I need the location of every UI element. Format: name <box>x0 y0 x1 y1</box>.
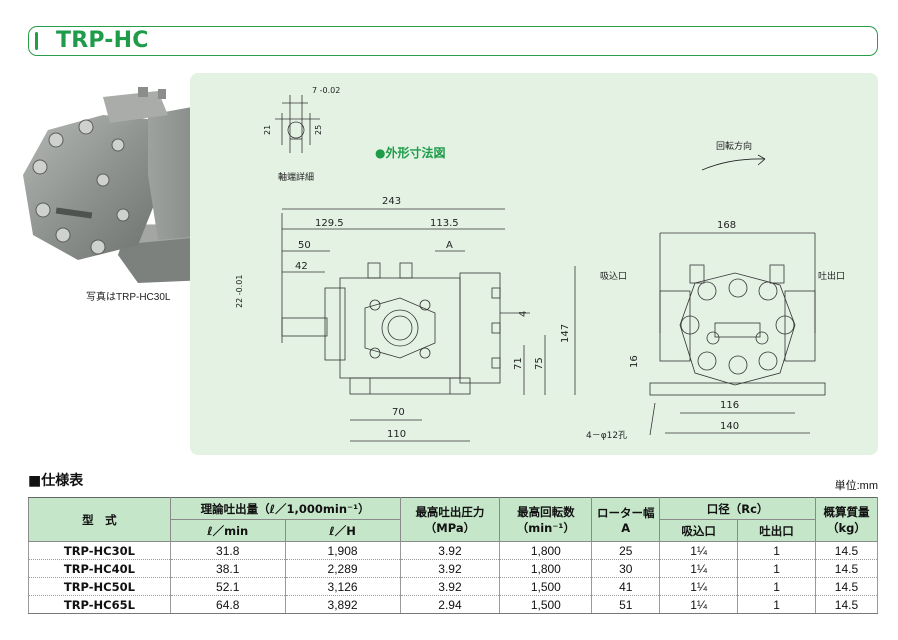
dim-25: 25 <box>314 125 323 135</box>
header-rotor-label: ローター幅 <box>597 505 655 520</box>
cell-model: TRP-HC30L <box>28 541 171 560</box>
header-speed-unit: （min⁻¹） <box>516 520 575 535</box>
header-speed: 最高回転数 （min⁻¹） <box>499 497 593 542</box>
header-flow-h: ℓ／H <box>284 519 401 542</box>
cell-rotor: 30 <box>591 559 661 578</box>
header-suction: 吸込口 <box>659 519 739 542</box>
dim-shaft-dia: 22 -0.01 <box>235 275 244 308</box>
dim-75: 75 <box>534 357 545 370</box>
dim-129-5: 129.5 <box>315 218 344 229</box>
dim-21: 21 <box>263 125 272 135</box>
dim-147: 147 <box>560 324 571 343</box>
cell-pressure: 3.92 <box>399 577 501 596</box>
cell-mass: 14.5 <box>814 541 879 560</box>
shaft-detail-label: 軸端詳細 <box>278 171 314 183</box>
cell-flow-h: 2,289 <box>284 559 401 578</box>
table-row: TRP-HC65L 64.8 3,892 2.94 1,500 51 1¼ 1 … <box>28 595 879 614</box>
cell-suction: 1¼ <box>659 559 739 578</box>
cell-suction: 1¼ <box>659 595 739 614</box>
dim-71: 71 <box>513 357 524 370</box>
discharge-port-label: 吐出口 <box>818 270 845 282</box>
dim-A: A <box>446 240 453 251</box>
pump-front-view <box>649 264 826 396</box>
cell-flow-h: 3,892 <box>284 595 401 614</box>
cell-discharge: 1 <box>737 577 816 596</box>
header-pressure-label: 最高吐出圧力 <box>415 504 485 519</box>
cell-model: TRP-HC50L <box>28 577 171 596</box>
cell-speed: 1,500 <box>499 577 593 596</box>
cell-speed: 1,500 <box>499 595 593 614</box>
header-port: 口径（Rc） <box>659 497 816 520</box>
header-mass-unit: （kg） <box>827 520 866 535</box>
cell-flow-h: 3,126 <box>284 577 401 596</box>
photo-caption: 写真はTRP-HC30L <box>86 292 171 303</box>
header-discharge: 吐出口 <box>737 519 816 542</box>
table-row: TRP-HC40L 38.1 2,289 3.92 1,800 30 1¼ 1 … <box>28 559 879 578</box>
dim-140: 140 <box>720 421 739 432</box>
cell-flow-min: 64.8 <box>169 595 286 614</box>
dim-4: 4 <box>518 311 529 317</box>
title-accent-mark <box>35 32 38 50</box>
cell-flow-h: 1,908 <box>284 541 401 560</box>
suction-port-label: 吸込口 <box>600 271 627 282</box>
rotation-label: 回転方向 <box>716 140 752 152</box>
header-pressure: 最高吐出圧力 （MPa） <box>399 497 501 542</box>
cell-mass: 14.5 <box>814 595 879 614</box>
dim-42: 42 <box>295 261 308 272</box>
spec-heading: ■仕様表 <box>28 473 84 489</box>
cell-discharge: 1 <box>737 541 816 560</box>
cell-discharge: 1 <box>737 559 816 578</box>
header-speed-label: 最高回転数 <box>517 504 575 519</box>
title-bar: TRP-HC <box>28 26 878 56</box>
cell-flow-min: 38.1 <box>169 559 286 578</box>
cell-suction: 1¼ <box>659 577 739 596</box>
cell-discharge: 1 <box>737 595 816 614</box>
dim-key-width: 7 -0.02 <box>312 86 340 95</box>
header-model: 型 式 <box>28 497 171 542</box>
table-row: TRP-HC50L 52.1 3,126 3.92 1,500 41 1¼ 1 … <box>28 577 879 596</box>
cell-mass: 14.5 <box>814 577 879 596</box>
spec-table: 型 式 理論吐出量（ℓ／1,000min⁻¹） 最高吐出圧力 （MPa） 最高回… <box>28 497 879 614</box>
cell-pressure: 2.94 <box>399 595 501 614</box>
cell-rotor: 51 <box>591 595 661 614</box>
header-pressure-unit: （MPa） <box>424 520 476 535</box>
header-mass: 概算質量 （kg） <box>814 497 879 542</box>
dim-116: 116 <box>720 400 739 411</box>
cell-flow-min: 52.1 <box>169 577 286 596</box>
cell-speed: 1,800 <box>499 559 593 578</box>
header-rotor-unit: A <box>621 520 631 535</box>
header-mass-label: 概算質量 <box>823 504 870 519</box>
pump-side-view <box>281 262 501 395</box>
hole-label: 4－φ12孔 <box>586 430 627 441</box>
cell-speed: 1,800 <box>499 541 593 560</box>
dim-168: 168 <box>717 220 736 231</box>
header-flow-min: ℓ／min <box>169 519 286 542</box>
header-rotor: ローター幅 A <box>591 497 661 542</box>
dim-70: 70 <box>392 407 405 418</box>
cell-model: TRP-HC40L <box>28 559 171 578</box>
dim-110: 110 <box>387 429 406 440</box>
shaft-end-detail <box>275 95 320 153</box>
dim-50: 50 <box>298 240 311 251</box>
dim-113-5: 113.5 <box>430 218 459 229</box>
cell-rotor: 25 <box>591 541 661 560</box>
dim-243: 243 <box>382 196 401 207</box>
unit-note: 単位:mm <box>834 480 878 492</box>
cell-pressure: 3.92 <box>399 559 501 578</box>
page-title: TRP-HC <box>56 28 149 53</box>
cell-rotor: 41 <box>591 577 661 596</box>
dimension-drawing-panel: 7 -0.02 21 25 軸端詳細 ●外形寸法図 回転方向 243 129.5… <box>190 73 878 455</box>
drawing-title: ●外形寸法図 <box>375 145 445 160</box>
header-flow: 理論吐出量（ℓ／1,000min⁻¹） <box>169 497 401 520</box>
dim-16: 16 <box>629 355 640 368</box>
cell-suction: 1¼ <box>659 541 739 560</box>
cell-model: TRP-HC65L <box>28 595 171 614</box>
cell-flow-min: 31.8 <box>169 541 286 560</box>
table-row: TRP-HC30L 31.8 1,908 3.92 1,800 25 1¼ 1 … <box>28 541 879 560</box>
cell-pressure: 3.92 <box>399 541 501 560</box>
cell-mass: 14.5 <box>814 559 879 578</box>
rotation-arrow-icon <box>701 154 766 171</box>
